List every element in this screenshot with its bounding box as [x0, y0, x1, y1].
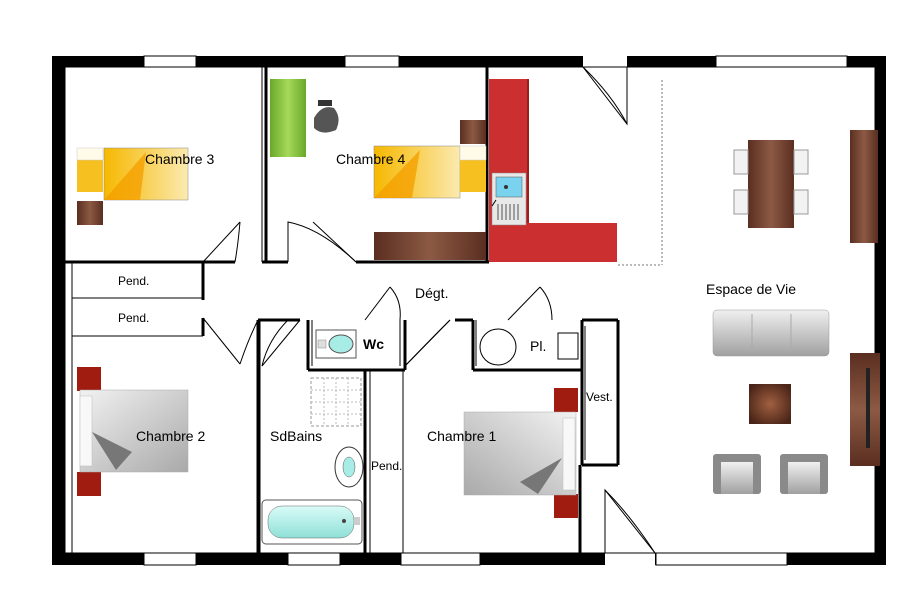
label-pend-1: Pend.	[118, 274, 149, 288]
chambre1-furniture	[463, 388, 578, 518]
nightstand-icon	[77, 367, 101, 391]
chest-icon	[77, 201, 103, 225]
nightstand-icon	[554, 494, 578, 518]
label-degt: Dégt.	[415, 285, 448, 301]
label-espace-de-vie: Espace de Vie	[706, 281, 796, 297]
label-chambre1: Chambre 1	[427, 428, 496, 444]
pl-furniture	[479, 328, 579, 366]
chair-icon	[793, 149, 809, 175]
wc-furniture	[315, 329, 357, 359]
bed-icon	[463, 411, 577, 496]
label-chambre3: Chambre 3	[145, 151, 214, 167]
tv-unit-icon	[850, 353, 880, 466]
chambre4-furniture	[270, 79, 487, 260]
label-pl: Pl.	[530, 338, 546, 354]
doors	[202, 66, 657, 554]
living-furniture	[712, 130, 880, 494]
coffee-table-icon	[749, 384, 791, 424]
label-wc: Wc	[363, 336, 384, 352]
water-heater-icon	[479, 328, 517, 366]
dining-table-icon	[748, 140, 794, 228]
nightstand-icon	[554, 388, 578, 412]
door-opening-bottom	[605, 553, 655, 565]
label-sdbains: SdBains	[270, 428, 322, 444]
chambre3-furniture	[76, 147, 189, 225]
kitchen-boundary	[618, 80, 663, 266]
bathroom-furniture	[261, 377, 364, 545]
label-pend-3: Pend.	[371, 459, 402, 473]
label-pend-2: Pend.	[118, 311, 149, 325]
interior-walls	[65, 67, 620, 553]
label-chambre2: Chambre 2	[136, 428, 205, 444]
chair-icon	[793, 189, 809, 215]
label-chambre4: Chambre 4	[336, 151, 405, 167]
label-vest: Vest.	[586, 390, 613, 404]
desk-icon	[270, 79, 306, 157]
thin-partitions	[71, 67, 586, 553]
nightstand-icon	[77, 472, 101, 496]
wardrobe-icon	[374, 232, 486, 260]
windows	[143, 55, 848, 566]
sofa-icon	[712, 309, 830, 357]
nightstand-icon	[77, 160, 103, 192]
chair-icon	[733, 189, 749, 215]
sideboard-icon	[850, 130, 878, 243]
chair-icon	[733, 149, 749, 175]
nightstand-icon	[460, 160, 486, 192]
bed-icon	[79, 389, 189, 473]
door-opening-top	[583, 56, 627, 67]
kitchen	[489, 79, 617, 262]
chambre2-furniture	[77, 367, 189, 496]
room-labels: Chambre 3 Chambre 4 Pend. Pend. Dégt. Es…	[118, 151, 796, 473]
